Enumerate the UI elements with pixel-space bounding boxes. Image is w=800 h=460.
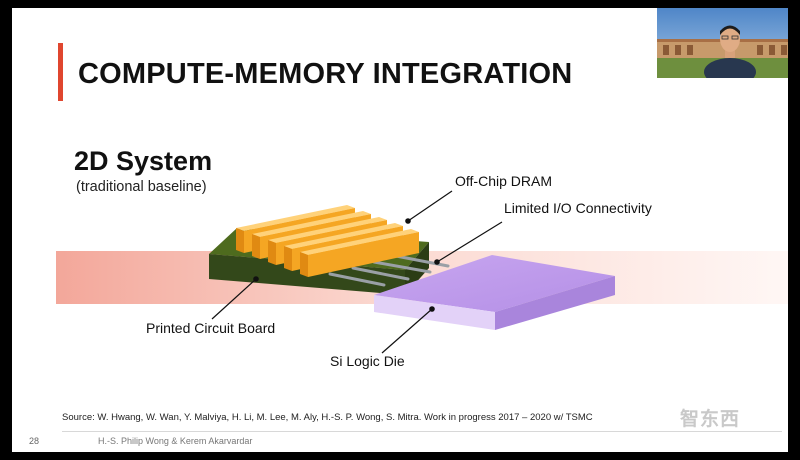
- system-title: 2D System: [74, 146, 213, 176]
- slide-title: COMPUTE-MEMORY INTEGRATION: [78, 58, 573, 90]
- leader-dots: [253, 218, 440, 312]
- footer-authors: H.-S. Philip Wong & Kerem Akarvardar: [98, 436, 253, 446]
- title-accent-bar: [58, 43, 63, 101]
- dram-bars: [236, 205, 419, 277]
- diagram: [56, 190, 788, 354]
- label-pcb: Printed Circuit Board: [146, 320, 276, 336]
- watermark-logo: 智东西: [680, 409, 741, 430]
- source-citation: Source: W. Hwang, W. Wan, Y. Malviya, H.…: [62, 412, 593, 423]
- slide: COMPUTE-MEMORY INTEGRATION: [12, 8, 788, 452]
- leader-lines: [211, 190, 503, 354]
- logic-die: [374, 255, 615, 330]
- webcam-scene: [657, 8, 788, 78]
- io-wires: [328, 254, 450, 287]
- label-io-connectivity: Limited I/O Connectivity: [504, 200, 652, 216]
- label-off-chip-dram: Off-Chip DRAM: [455, 173, 552, 189]
- webcam-video[interactable]: [657, 8, 788, 78]
- label-logic-die: Si Logic Die: [330, 353, 405, 369]
- system-subtitle: (traditional baseline): [76, 179, 207, 195]
- footer-divider: [62, 431, 782, 432]
- page-number: 28: [29, 436, 40, 446]
